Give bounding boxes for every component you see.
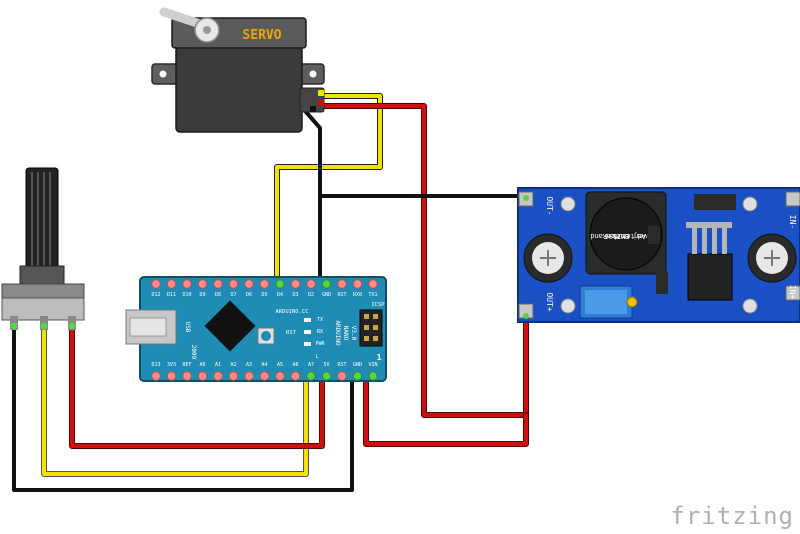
pin-pad [228,279,239,289]
pin-pad [306,371,316,381]
pin-pad [321,371,332,381]
pin-pad [151,371,161,381]
pin-pad [337,371,347,381]
arduino-nano: USB 2009 RST ARDUINO.CC TX RX PWR L ARDU… [125,276,387,382]
pin-label: A3 [246,362,252,368]
pin-label: D2 [308,292,314,298]
pin-label: TX1 [368,292,377,298]
bottom-pin-row: D13 3V3 REF A0 A1 A2 A3 A4 A5 A6 A7 5V RST GND VIN [151,362,378,381]
led-rx-label: RX [317,329,323,335]
pin-pad [197,371,208,381]
pin-pad [182,279,192,289]
wire-vin [363,373,529,447]
model-line1: ARDUINO [334,320,341,346]
pin-pad [213,279,223,289]
potentiometer [1,167,85,330]
pin-label: A7 [308,362,314,368]
pin-label: D9 [199,292,205,298]
buck-converter: RoeRand LM2596 Adj Buck Converter OUT- O… [517,187,800,323]
pin-pad [275,279,285,289]
pin-pad [337,279,347,289]
pin-label: D10 [182,292,191,298]
pin-label: 5V [323,362,329,368]
pin-label: 3V3 [167,362,176,368]
pin-pad [213,371,223,381]
servo-label: SERVO [242,28,281,43]
pin-label: D12 [151,292,160,298]
pin-label: D4 [277,292,283,298]
pin-pad [228,371,239,381]
pin-pad [182,371,192,381]
pin-one-label: 1 [377,353,382,362]
pin-label: A2 [230,362,236,368]
pin-pad [151,279,161,289]
pin-label: D8 [215,292,221,298]
rst-label: RST [286,330,297,336]
pin-label: D6 [246,292,252,298]
pin-label: GND [353,362,362,368]
pin-label: VIN [368,362,377,368]
top-pin-row: D12 D11 D10 D9 D8 D7 D6 D5 D4 D3 D2 GND RST RX0 TX1 [151,279,378,298]
pin-label: RX0 [353,292,362,298]
buck-line3: Adj Buck [611,232,646,240]
pin-pad [259,371,270,381]
pin-label: A1 [215,362,221,368]
pin-pad [244,371,254,381]
pin-pad [352,279,363,289]
pin-label: RST [337,362,346,368]
pin-label: RST [337,292,346,298]
pin-label: A6 [292,362,298,368]
out-plus-label: OUT+ [545,292,554,311]
wire-pot-gnd [12,324,354,492]
wire-servo-ground [304,110,528,198]
year-label: 2009 [190,345,197,360]
led-pwr-label: PWR [315,341,325,347]
pin-label: A4 [261,362,267,368]
in-plus-label: IN+ [788,285,797,300]
pin-pad [306,279,316,289]
pin-pad [244,279,254,289]
fritzing-watermark: fritzing [670,502,794,530]
pin-pad [352,371,363,381]
icsp-label: ICSP [371,302,385,308]
pin-pad [368,279,378,289]
pin-label: D5 [261,292,267,298]
pin-label: D13 [151,362,160,368]
inductor [589,197,663,271]
pin-label: D3 [292,292,298,298]
pin-label: D11 [167,292,176,298]
pin-label: GND [322,292,331,298]
wires [12,93,529,492]
buck-line2: LM2596 [604,232,629,240]
pin-label: REF [182,362,191,368]
pin-pad [259,279,270,289]
model-line3: V3.0 [350,326,357,341]
brand-label: ARDUINO.CC [275,309,308,315]
out-minus-label: OUT- [545,196,554,215]
usb-label: USB [184,322,191,333]
pin-pad [368,371,378,381]
pin-label: A5 [277,362,283,368]
icsp-header [359,309,383,347]
in-minus-label: IN- [788,215,797,229]
pin-pad [197,279,208,289]
pin-pad [290,279,301,289]
regulator-chip [687,253,733,301]
pin-pad [290,371,301,381]
pin-pad [275,371,285,381]
led-tx-label: TX [317,317,323,323]
servo-motor: SERVO [151,7,325,133]
pin-pad [166,279,177,289]
pin-pad [321,279,332,289]
pin-label: A0 [199,362,205,368]
buck-line4: Converter [622,232,660,240]
pin-label: D7 [230,292,236,298]
led-l-label: L [315,354,318,360]
pin-pad [166,371,177,381]
model-line2: NANO [342,326,349,341]
buck-line1: RoeRand [590,232,620,240]
